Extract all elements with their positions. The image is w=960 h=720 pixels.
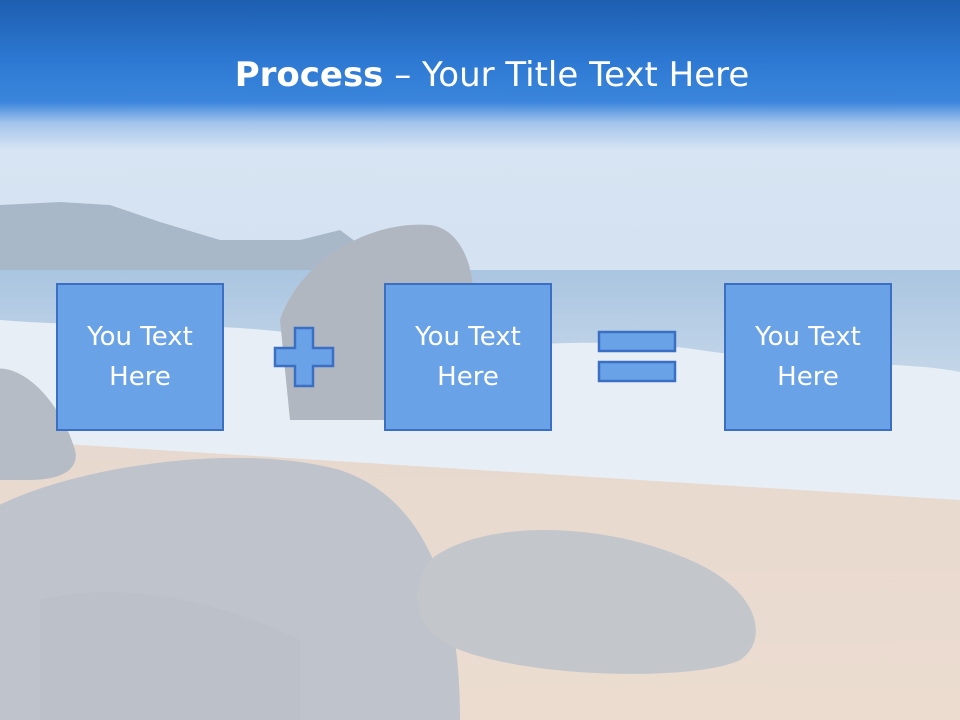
process-box-2-text: You Text Here (415, 322, 521, 392)
slide-title: Process – Your Title Text Here (0, 50, 960, 100)
title-bold-text: Process (234, 55, 384, 95)
process-box-2[interactable]: You Text Here (384, 283, 552, 431)
process-box-3[interactable]: You Text Here (724, 283, 892, 431)
title-regular-text: – Your Title Text Here (383, 55, 750, 95)
equals-icon (597, 330, 677, 383)
process-box-1[interactable]: You Text Here (56, 283, 224, 431)
title-bar (0, 0, 960, 150)
plus-icon (273, 326, 335, 388)
process-box-1-text: You Text Here (87, 322, 193, 392)
process-box-3-text: You Text Here (755, 322, 861, 392)
